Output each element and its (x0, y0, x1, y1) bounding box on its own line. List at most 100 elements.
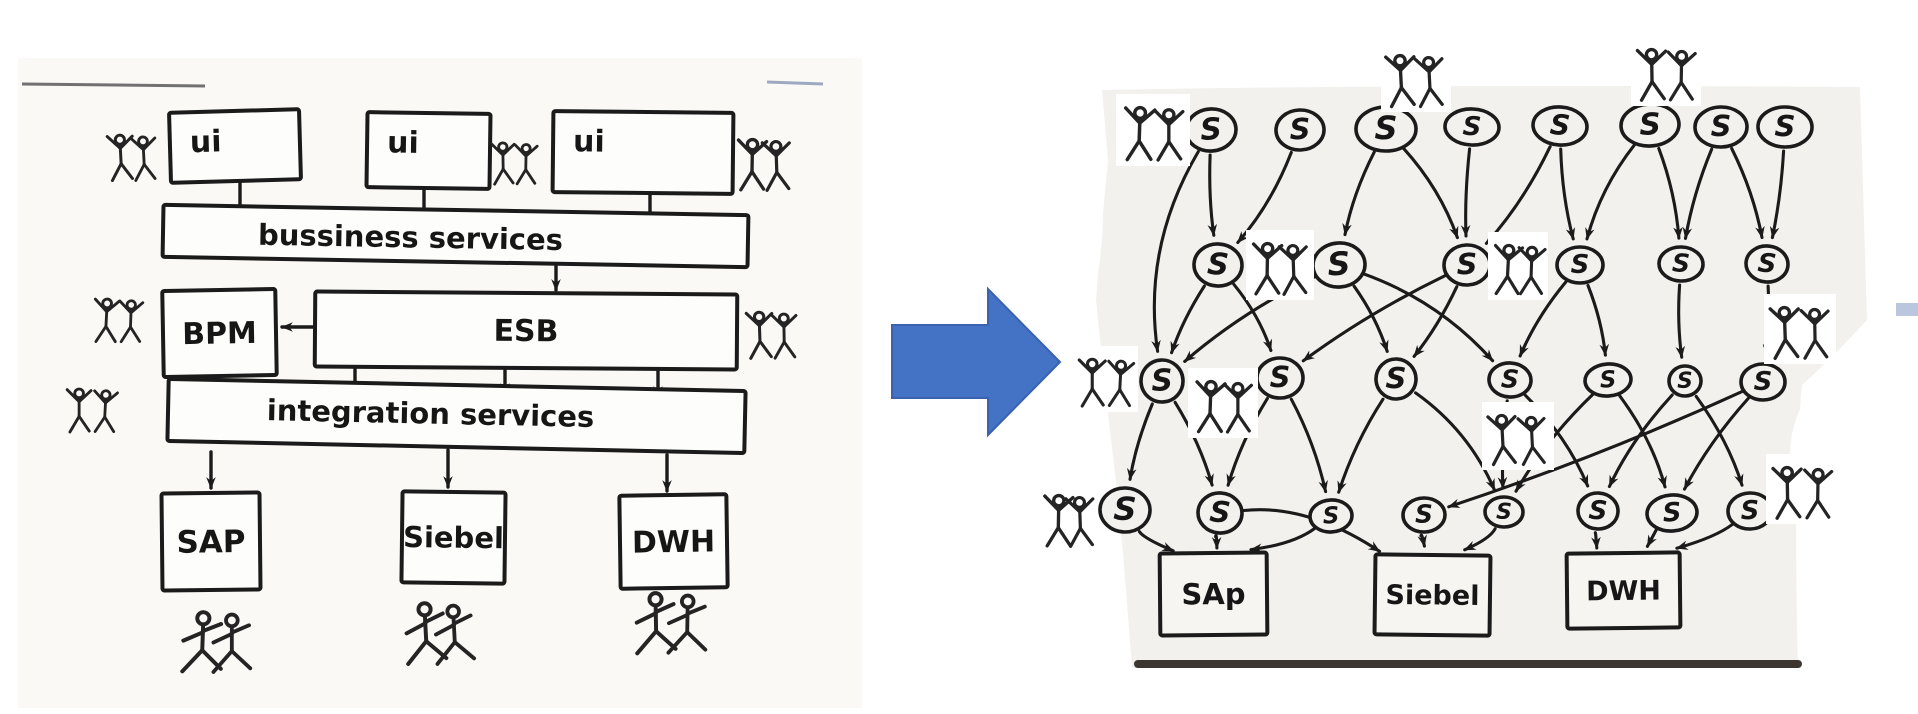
service-node-label: S (1208, 494, 1231, 529)
service-node-label: S (1710, 109, 1731, 143)
service-node-label: S (1588, 496, 1608, 527)
service-node: S (1557, 247, 1603, 283)
dwh-right-box: DWH (1567, 552, 1681, 628)
service-node-label: S (1638, 107, 1661, 143)
service-node: S (1577, 492, 1619, 530)
dwh-left-label: DWH (632, 524, 716, 560)
right-photo: S S S S S S S S S S S S S S S S S S S S S S S S S S S S S SAp Siebel DW… (1040, 36, 1918, 680)
service-node-label: S (1113, 490, 1137, 529)
service-node-label: S (1496, 500, 1512, 525)
sap-right-label: SAp (1181, 577, 1245, 612)
service-node: S (1646, 493, 1698, 532)
service-node-label: S (1374, 109, 1397, 147)
service-node: S (1309, 499, 1353, 533)
service-node: S (1275, 109, 1324, 151)
service-node-label: S (1150, 363, 1173, 399)
stick-figures-pair (1116, 94, 1190, 166)
service-node-label: S (1326, 244, 1352, 284)
ui-1-box: ui (169, 109, 301, 183)
photo-edge-sliver (1896, 303, 1918, 316)
service-node-label: S (1754, 367, 1773, 397)
ui-2-box: ui (366, 112, 490, 189)
service-node-label: S (1662, 497, 1683, 528)
service-edge-arrow (1595, 533, 1597, 548)
integration-services-bar-box: integration services (167, 379, 745, 453)
service-node-label: S (1549, 108, 1571, 142)
service-node-label: S (1500, 364, 1520, 394)
service-node-label: S (1269, 360, 1290, 394)
stick-figures-pair (1764, 294, 1836, 364)
service-node: S (1356, 107, 1416, 151)
service-node-label: S (1385, 361, 1406, 395)
siebel-left-label: Siebel (403, 520, 504, 555)
service-node-label: S (1206, 247, 1229, 283)
service-node-label: S (1571, 250, 1590, 280)
stick-figures-pair (1188, 368, 1258, 438)
integration-services-bar-label: integration services (267, 393, 595, 434)
photo-edge-line (22, 84, 205, 86)
service-node: S (1620, 103, 1680, 148)
service-node: S (1376, 359, 1417, 400)
service-node-label: S (1672, 248, 1691, 278)
business-services-bar-label: bussiness services (258, 218, 564, 257)
service-node-label: S (1199, 112, 1223, 148)
service-node: S (1185, 107, 1238, 152)
ui-3-box: ui (553, 111, 734, 194)
service-node: S (1695, 107, 1748, 148)
service-node: S (1485, 497, 1524, 528)
service-node: S (1584, 362, 1632, 397)
bpm-label: BPM (182, 316, 257, 352)
stick-figures-pair (1072, 346, 1138, 412)
service-node: S (1403, 498, 1446, 533)
sap-left-box: SAP (161, 492, 260, 590)
service-node: S (1668, 365, 1701, 396)
service-node-label: S (1757, 248, 1778, 279)
photo-edge-line (767, 82, 823, 84)
service-node: S (1197, 492, 1244, 535)
service-node: S (1140, 359, 1184, 403)
stick-figures-pair (1766, 454, 1838, 524)
stick-figures-pair (1631, 36, 1701, 106)
service-node-label: S (1289, 112, 1311, 147)
service-node-label: S (1415, 499, 1434, 528)
esb-box: ESB (315, 292, 738, 370)
business-services-bar-box: bussiness services (163, 205, 749, 267)
sap-left-label: SAP (176, 524, 245, 561)
service-node-label: S (1599, 367, 1617, 394)
photo-white-blob (1825, 560, 1918, 680)
ui-1-rect (169, 109, 301, 183)
service-node-label: S (1456, 247, 1478, 282)
service-node: S (1741, 364, 1785, 400)
dwh-left-box: DWH (619, 494, 727, 588)
bpm-box: BPM (162, 289, 276, 377)
service-node: S (1727, 492, 1772, 530)
stick-figures-pair (1381, 42, 1451, 112)
service-node: S (1488, 362, 1532, 398)
transform-arrow-icon (892, 289, 1060, 435)
service-node: S (1257, 358, 1304, 399)
stick-figures-pair (1040, 482, 1098, 552)
ui-1-label: ui (189, 124, 222, 160)
stick-figures-pair (1482, 402, 1554, 470)
service-edge-arrow (1216, 536, 1217, 548)
esb-label: ESB (493, 314, 558, 349)
sap-right-box: SAp (1160, 553, 1268, 636)
stick-figures-pair (1246, 230, 1314, 300)
service-node: S (1444, 108, 1499, 146)
siebel-right-label: Siebel (1385, 580, 1479, 612)
service-node-label: S (1677, 368, 1694, 394)
service-node-label: S (1462, 112, 1482, 143)
service-node: S (1758, 107, 1813, 148)
photo-white-blob (1047, 100, 1103, 320)
siebel-left-box: Siebel (401, 491, 505, 583)
siebel-right-box: Siebel (1375, 554, 1491, 635)
service-node-label: S (1774, 109, 1795, 143)
service-node: S (1745, 245, 1789, 284)
stick-figures-pair (1488, 232, 1548, 300)
service-node: S (1443, 244, 1490, 286)
service-node-label: S (1322, 503, 1340, 530)
service-node: S (1312, 241, 1367, 289)
